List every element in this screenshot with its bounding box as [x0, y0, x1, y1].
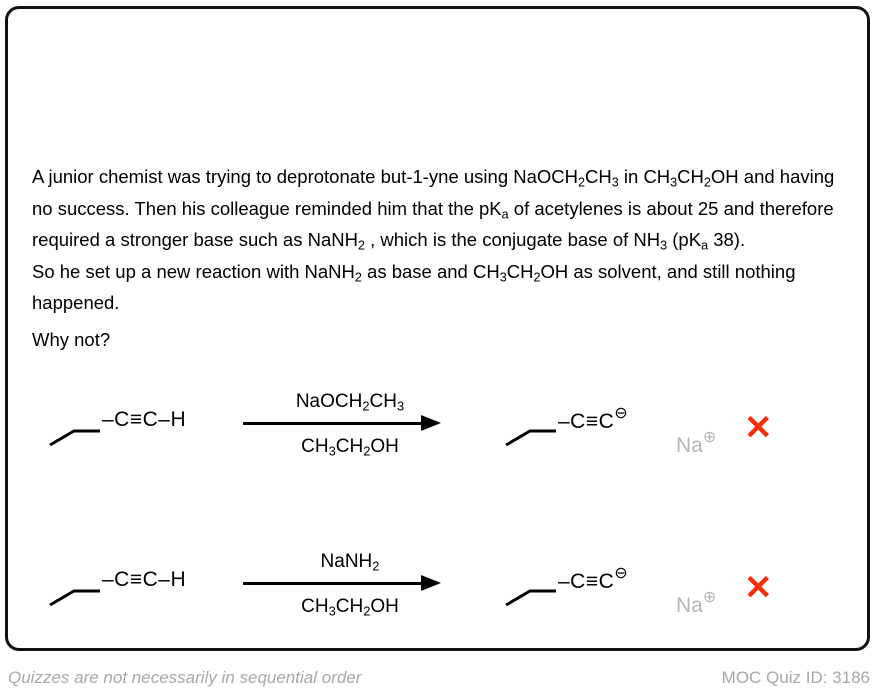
q1-sub-3: 3: [670, 175, 678, 190]
q1-sub-2: 3: [611, 175, 619, 190]
solvent-below-arrow-2: CH3CH2OH: [240, 594, 460, 620]
reagent-bot-sub-1-1: 3: [328, 443, 336, 459]
arrow-shaft-1: [243, 422, 425, 425]
sodium-symbol-1: Na: [676, 433, 703, 457]
sodium-symbol-2: Na: [676, 593, 703, 617]
solvent-below-arrow-1: CH3CH2OH: [240, 434, 460, 460]
arrow-head-1: [421, 415, 441, 431]
arrow-head-2: [421, 575, 441, 591]
ethyl-zigzag-icon: [49, 429, 100, 447]
question-prompt: Why not?: [32, 329, 111, 351]
sodium-counterion-1: Na⊕: [676, 427, 716, 458]
q2-seg-c: CH: [506, 260, 534, 282]
q1-seg-e: OH and having no success. Then his colle…: [32, 166, 835, 219]
reaction-scheme-1: –C≡C–H NaOCH2CH3 CH3CH2OH –C≡C⊖ Na⊕ ✕: [32, 389, 852, 489]
reaction-arrow-block-2: NaNH2 CH3CH2OH: [240, 549, 460, 620]
reagent-bot-sub-1-2: 3: [328, 603, 336, 619]
footer-note: Quizzes are not necessarily in sequentia…: [8, 668, 362, 687]
acetylide-formula-2: –C≡C⊖: [558, 566, 628, 592]
q1-sub-7: 3: [660, 238, 668, 253]
arrow-icon-1: [240, 415, 460, 431]
q2-sub-1: 2: [354, 270, 362, 285]
q1-seg-b: CH: [585, 166, 612, 187]
reaction-arrow-block-1: NaOCH2CH3 CH3CH2OH: [240, 389, 460, 460]
product-structure-2: –C≡C⊖ Na⊕: [502, 563, 716, 617]
arrow-shaft-2: [243, 582, 425, 585]
quiz-card: A junior chemist was trying to deprotona…: [5, 6, 870, 651]
negative-charge-icon: ⊖: [614, 405, 629, 423]
reagent-top-sub-1-2: 2: [372, 558, 380, 574]
q1-sub-8: a: [701, 238, 709, 253]
reagent-top-seg-b-1: CH: [369, 391, 397, 412]
alkyne-formula-2: –C≡C–H: [102, 567, 187, 591]
arrow-icon-2: [240, 575, 460, 591]
q2-sub-2: 3: [499, 270, 507, 285]
q1-seg-g: , which is the conjugate base of NH: [364, 229, 661, 251]
reagent-top-sub-1-1: 2: [362, 398, 370, 414]
reagent-bot-seg-b-2: CH: [335, 596, 364, 617]
reagent-above-arrow-2: NaNH2: [240, 549, 460, 575]
question-text: A junior chemist was trying to deprotona…: [32, 164, 852, 352]
reagent-bot-sub-2-2: 2: [363, 603, 371, 619]
q1-sub-4: 2: [703, 175, 711, 190]
footer-quiz-id: MOC Quiz ID: 3186: [721, 668, 870, 687]
q1-seg-i: 38).: [708, 229, 746, 251]
negative-charge-icon: ⊖: [614, 565, 629, 583]
acetylide-core-2: –C≡C: [558, 569, 615, 593]
q1-sub-1: 2: [578, 175, 586, 190]
acetylide-formula-1: –C≡C⊖: [558, 406, 628, 432]
acetylide-core-1: –C≡C: [558, 409, 615, 433]
ethyl-zigzag-icon: [49, 589, 100, 607]
q2-sub-3: 2: [533, 270, 541, 285]
positive-charge-icon: ⊕: [702, 429, 717, 446]
q2-seg-d: OH as solvent, and still nothing happene…: [32, 260, 796, 314]
product-structure-1: –C≡C⊖ Na⊕: [502, 403, 716, 457]
reaction-scheme-2: –C≡C–H NaNH2 CH3CH2OH –C≡C⊖ Na⊕ ✕: [32, 549, 852, 649]
reagent-bot-seg-a-1: CH: [301, 436, 329, 457]
positive-charge-icon: ⊕: [702, 589, 717, 606]
result-x-mark-1: ✕: [744, 409, 773, 447]
reagent-bot-sub-2-1: 2: [363, 443, 371, 459]
reagent-bot-seg-a-2: CH: [301, 596, 329, 617]
ethyl-zigzag-icon: [505, 589, 556, 607]
alkyne-formula-1: –C≡C–H: [102, 407, 187, 431]
reagent-bot-seg-b-1: CH: [335, 436, 364, 457]
reagent-bot-seg-c-2: OH: [370, 596, 399, 617]
question-paragraph-2: So he set up a new reaction with NaNH2 a…: [32, 259, 852, 316]
reagent-top-seg-a-2: NaNH: [320, 551, 373, 572]
reagent-top-sub-2-1: 3: [396, 398, 405, 414]
q1-sub-5: a: [501, 207, 509, 222]
q1-sub-6: 2: [357, 238, 365, 253]
reactant-structure-2: –C≡C–H: [46, 563, 186, 609]
reagent-bot-seg-c-1: OH: [370, 436, 399, 457]
q1-seg-a: A junior chemist was trying to deprotona…: [32, 166, 579, 187]
sodium-counterion-2: Na⊕: [676, 587, 716, 618]
q1-seg-d: CH: [677, 166, 704, 187]
question-paragraph-1: A junior chemist was trying to deprotona…: [32, 164, 852, 259]
ethyl-zigzag-icon: [505, 429, 556, 447]
q2-seg-a: So he set up a new reaction with NaNH: [32, 260, 355, 282]
paragraph-spacer: [32, 315, 852, 327]
q2-seg-b: as base and CH: [361, 260, 500, 282]
result-x-mark-2: ✕: [744, 569, 773, 607]
reagent-above-arrow-1: NaOCH2CH3: [240, 389, 460, 415]
q1-seg-c: in CH: [618, 166, 671, 187]
reactant-structure-1: –C≡C–H: [46, 403, 186, 449]
q1-seg-h: (pK: [667, 229, 702, 251]
q1-seg-f: of acetylenes is about 25 and therefore …: [32, 197, 834, 251]
reagent-top-seg-a-1: NaOCH: [295, 391, 363, 412]
